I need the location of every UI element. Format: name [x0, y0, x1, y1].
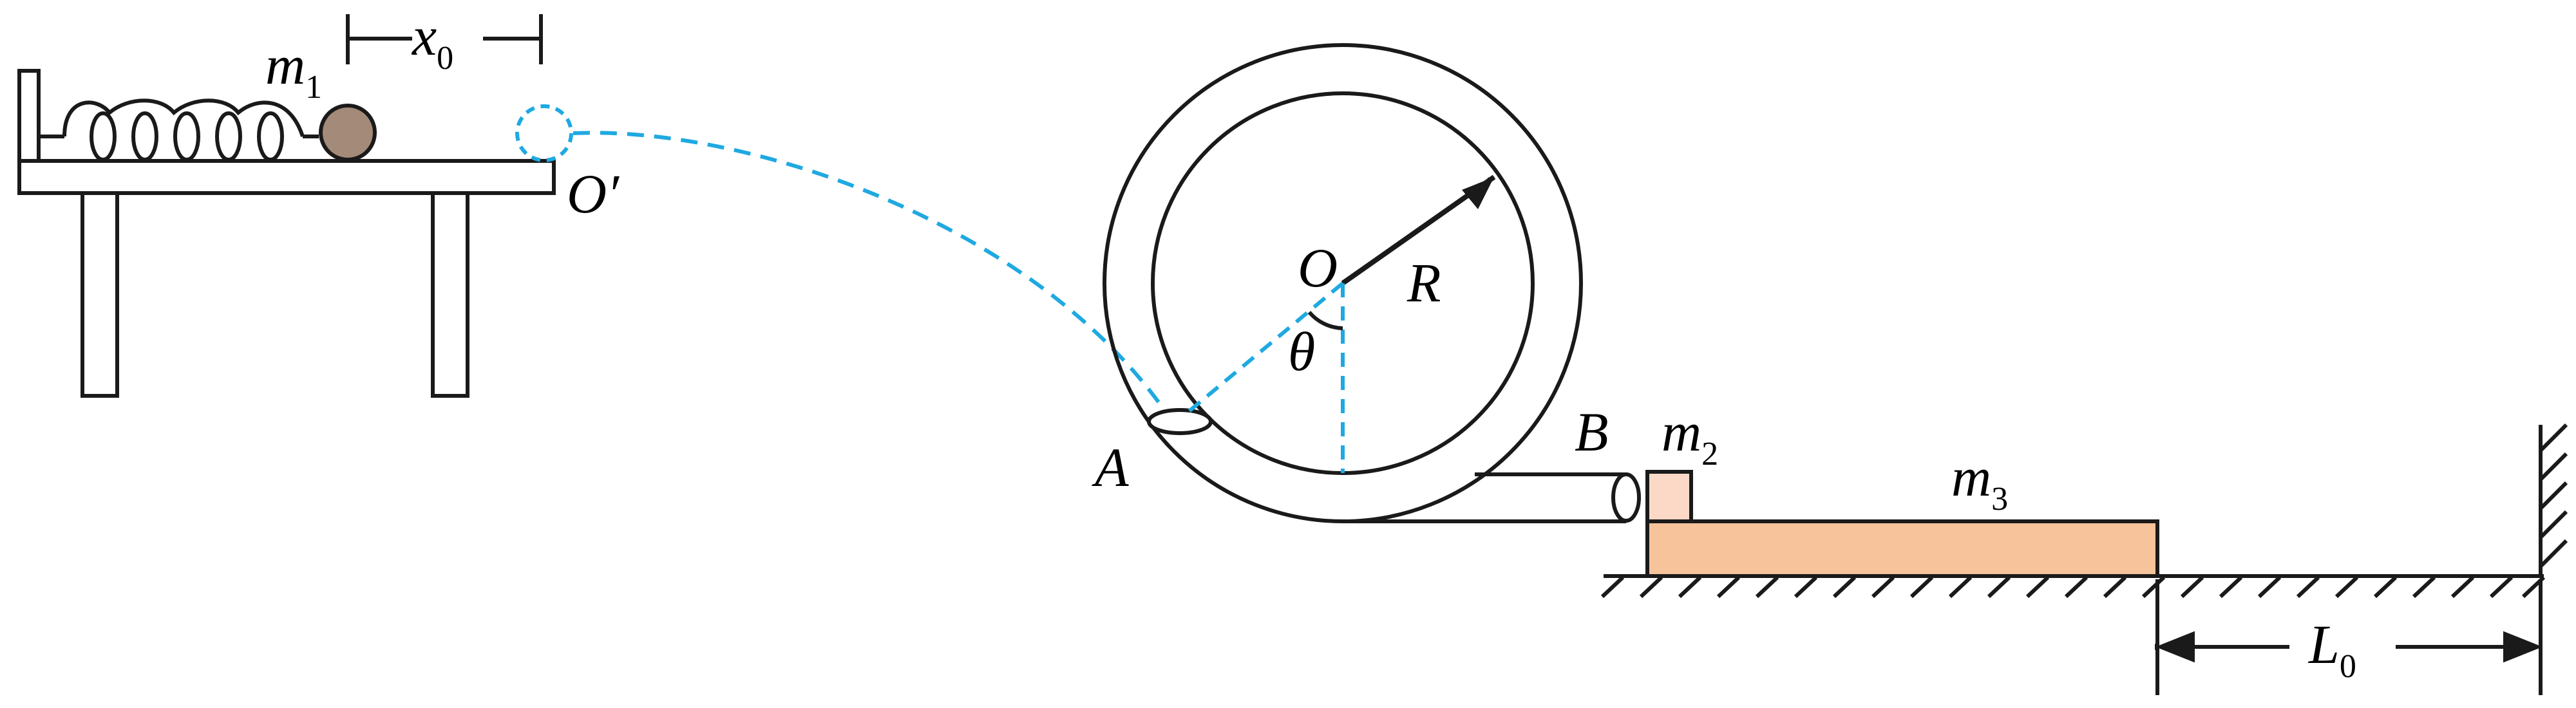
- launch-position-ghost-ball: [515, 104, 573, 162]
- label-m3: m3: [1951, 446, 2008, 517]
- label-o: O: [1298, 237, 1338, 299]
- right-wall: [2539, 423, 2568, 576]
- label-b: B: [1575, 401, 1609, 463]
- table-top: [17, 159, 556, 195]
- dashed-radii: [1187, 281, 1345, 473]
- spring-wall: [17, 69, 41, 163]
- label-o-prime: O′: [567, 163, 620, 225]
- entry-ring-a: [1147, 408, 1213, 435]
- dimension-l0: [2155, 579, 2543, 695]
- table-leg-right: [431, 191, 469, 398]
- label-m1: m1: [265, 34, 322, 106]
- projectile-trajectory: [573, 131, 1168, 413]
- block-m3: [1645, 519, 2159, 578]
- exit-tube-b: [1343, 472, 1641, 523]
- label-r: R: [1406, 252, 1441, 313]
- ball-m1: [319, 104, 377, 162]
- label-a: A: [1092, 436, 1129, 498]
- ground: [1600, 574, 2546, 599]
- label-l0: L0: [2307, 613, 2356, 685]
- dimension-x0: [346, 14, 543, 64]
- table: [17, 69, 556, 398]
- table-leg-left: [80, 191, 119, 398]
- radius-arrowhead: [1462, 177, 1494, 209]
- angle-theta-arc: [1307, 311, 1343, 330]
- block-m2: [1645, 470, 1693, 523]
- label-m2: m2: [1662, 401, 1718, 472]
- spring: [39, 98, 319, 162]
- label-theta: θ: [1288, 321, 1315, 382]
- label-x0: x0: [411, 5, 453, 77]
